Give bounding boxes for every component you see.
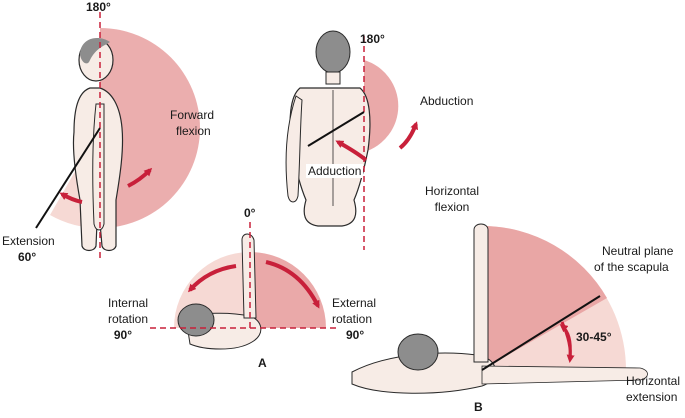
- internal-rotation-angle-label: 90°: [113, 328, 132, 342]
- internal-rotation-label-line1: Internal: [107, 296, 148, 310]
- horizontal-extension-label-line1: Horizontal: [626, 374, 681, 388]
- raised-forearm-a: [241, 233, 257, 319]
- flexion-figure: [35, 12, 200, 262]
- adduction-label: Adduction: [306, 164, 364, 178]
- panel-a-label: A: [258, 356, 267, 370]
- adduction-arrow: [335, 140, 368, 162]
- extension-arm-line: [35, 127, 101, 229]
- external-rotation-angle-label: 90°: [346, 328, 365, 342]
- rotation-figure-a: [150, 222, 338, 350]
- horizontal-flexion-sector: [482, 225, 607, 370]
- external-rotation-sector: [250, 252, 326, 328]
- flexion-angle-label: 180°: [86, 0, 111, 14]
- extension-angle-label: 60°: [18, 250, 37, 264]
- panel-b-label: B: [474, 400, 483, 414]
- back-head-icon: [315, 30, 351, 74]
- forward-flexion-label-line1: Forward: [170, 108, 215, 122]
- adduction-arm-line: [307, 111, 365, 147]
- extension-label: Extension: [2, 234, 55, 248]
- back-neck: [325, 71, 341, 85]
- neutral-plane-label-line1: Neutral plane: [602, 244, 674, 258]
- external-rotation-label-line2: rotation: [332, 312, 373, 326]
- abduction-label: Abduction: [420, 94, 474, 108]
- abduction-figure: [285, 30, 418, 250]
- raised-arm-b: [473, 223, 489, 363]
- scapular-angle-label: 30-45°: [576, 330, 612, 344]
- extension-arrow: [59, 192, 83, 204]
- external-rotation-label-line1: External: [332, 296, 377, 310]
- back-left-arm: [285, 95, 303, 203]
- forward-flexion-label-line2: flexion: [176, 124, 211, 138]
- side-arm: [92, 103, 105, 231]
- flexion-sector: [100, 28, 200, 228]
- flexion-arrow: [127, 167, 153, 188]
- side-hair-icon: [80, 38, 110, 64]
- scapular-plane-line: [481, 295, 601, 371]
- abduction-angle-label: 180°: [360, 32, 385, 46]
- horizontal-flexion-label-line2: flexion: [434, 200, 470, 214]
- rotation-zero-label: 0°: [244, 206, 256, 220]
- back-body-silhouette: [289, 87, 371, 227]
- external-rotation-arrow: [265, 260, 320, 309]
- lying-head-b-icon: [397, 333, 439, 371]
- internal-rotation-label-line2: rotation: [107, 312, 148, 326]
- horizontal-extension-label-line2: extension: [626, 390, 678, 404]
- abduction-arrow: [398, 121, 418, 150]
- lying-legs-b: [481, 365, 648, 385]
- scapular-angle-arrow-back: [559, 324, 572, 357]
- internal-rotation-arrow: [187, 264, 237, 293]
- neutral-plane-label-line2: of the scapula: [594, 260, 669, 274]
- abduction-sector: [364, 60, 399, 152]
- lying-head-a-icon: [177, 303, 215, 337]
- horizontal-flexion-label-line1: Horizontal: [424, 184, 480, 198]
- horizontal-figure-b: [351, 223, 648, 394]
